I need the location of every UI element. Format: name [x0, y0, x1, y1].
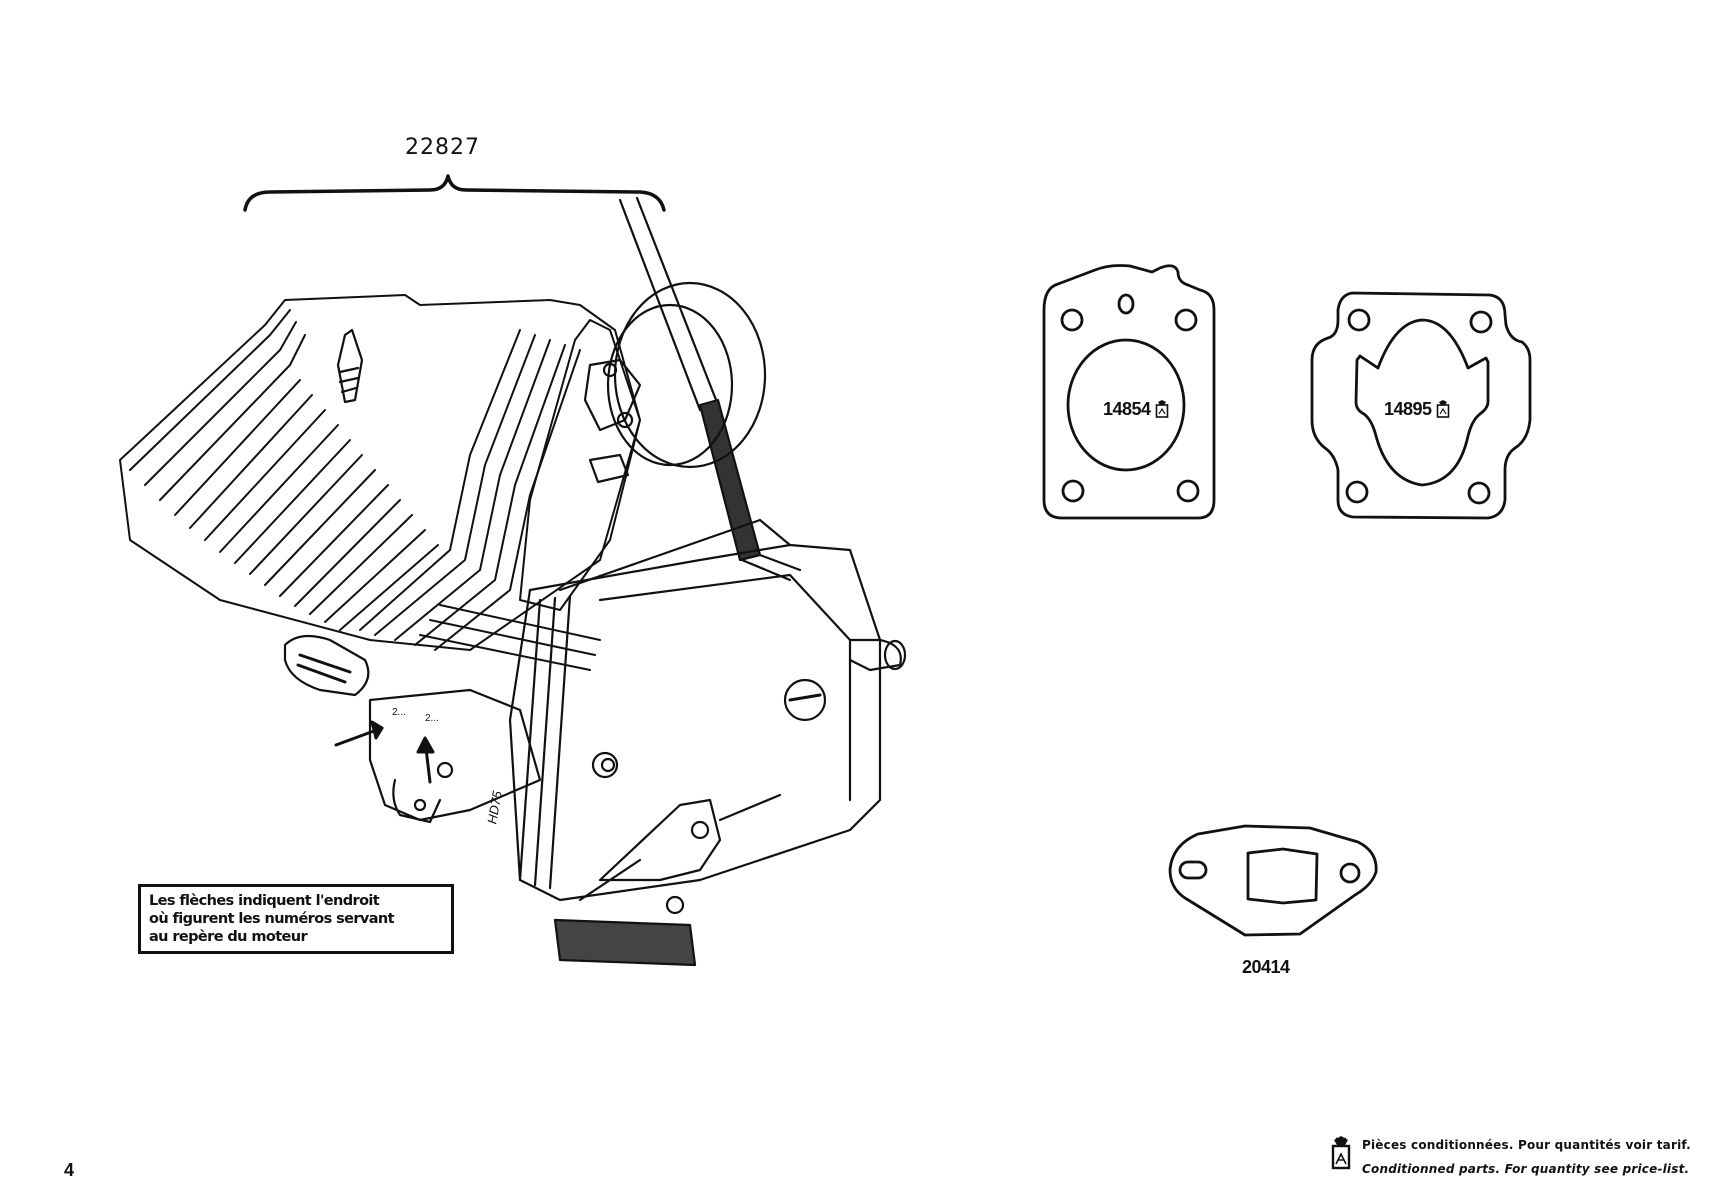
- gasket-20414-drawing: [1168, 824, 1378, 937]
- page-number: 4: [64, 1160, 75, 1180]
- gasket-label: 14895: [1384, 399, 1450, 420]
- gasket-part-number: 14895: [1384, 399, 1432, 419]
- cylinder-fins: [119, 294, 641, 671]
- flywheel-cover: [613, 281, 767, 469]
- note-line: Les flèches indiquent l'endroit: [149, 893, 380, 909]
- exhaust-port: [283, 634, 370, 697]
- legend-icon-wrap: [1330, 1136, 1352, 1175]
- conditioned-part-icon: [1155, 400, 1169, 418]
- legend-french: Pièces conditionnées. Pour quantités voi…: [1362, 1138, 1691, 1152]
- engine-number-note: Les flèches indiquent l'endroit où figur…: [138, 884, 454, 954]
- crankcase: [368, 518, 907, 902]
- note-line: au repère du moteur: [149, 929, 308, 945]
- assembly-part-number: 22827: [405, 135, 480, 160]
- note-line: où figurent les numéros servant: [149, 911, 395, 927]
- engine-number-arrows: [334, 720, 435, 784]
- gasket-label: 14854: [1103, 399, 1169, 420]
- spark-plug: [336, 328, 364, 404]
- conditioned-part-icon: [1436, 400, 1450, 418]
- engine-mark-label: 2...: [392, 707, 406, 718]
- conditioned-part-icon: [1331, 1136, 1351, 1170]
- engine-mark-label: 2...: [425, 713, 439, 724]
- legend: Pièces conditionnées. Pour quantités voi…: [1362, 1133, 1691, 1181]
- gasket-part-number: 14854: [1103, 399, 1151, 419]
- gasket-part-number: 20414: [1242, 957, 1290, 977]
- legend-english: Conditionned parts. For quantity see pri…: [1362, 1162, 1690, 1176]
- carburetor: [583, 358, 642, 484]
- cable-spring: [698, 398, 762, 562]
- assembly-brace: [243, 174, 666, 212]
- kickstart-lever: [553, 793, 782, 967]
- gasket-14854-drawing: [1042, 264, 1216, 520]
- gasket-14895-drawing: [1310, 291, 1532, 520]
